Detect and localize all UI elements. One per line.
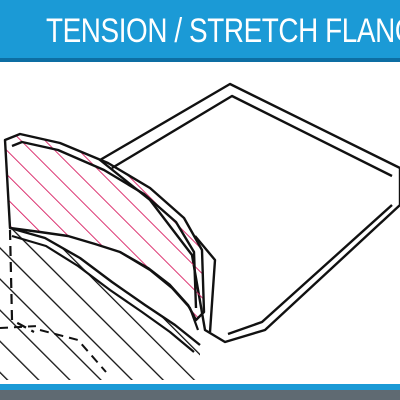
page-title: TENSION / STRETCH FLANGE — [46, 12, 400, 50]
header-divider — [0, 58, 400, 62]
footer-stripe-light — [0, 384, 400, 390]
footer-stripe-dark — [0, 390, 400, 400]
flange-diagram — [0, 82, 400, 380]
header-bar: TENSION / STRETCH FLANGE — [0, 0, 400, 62]
